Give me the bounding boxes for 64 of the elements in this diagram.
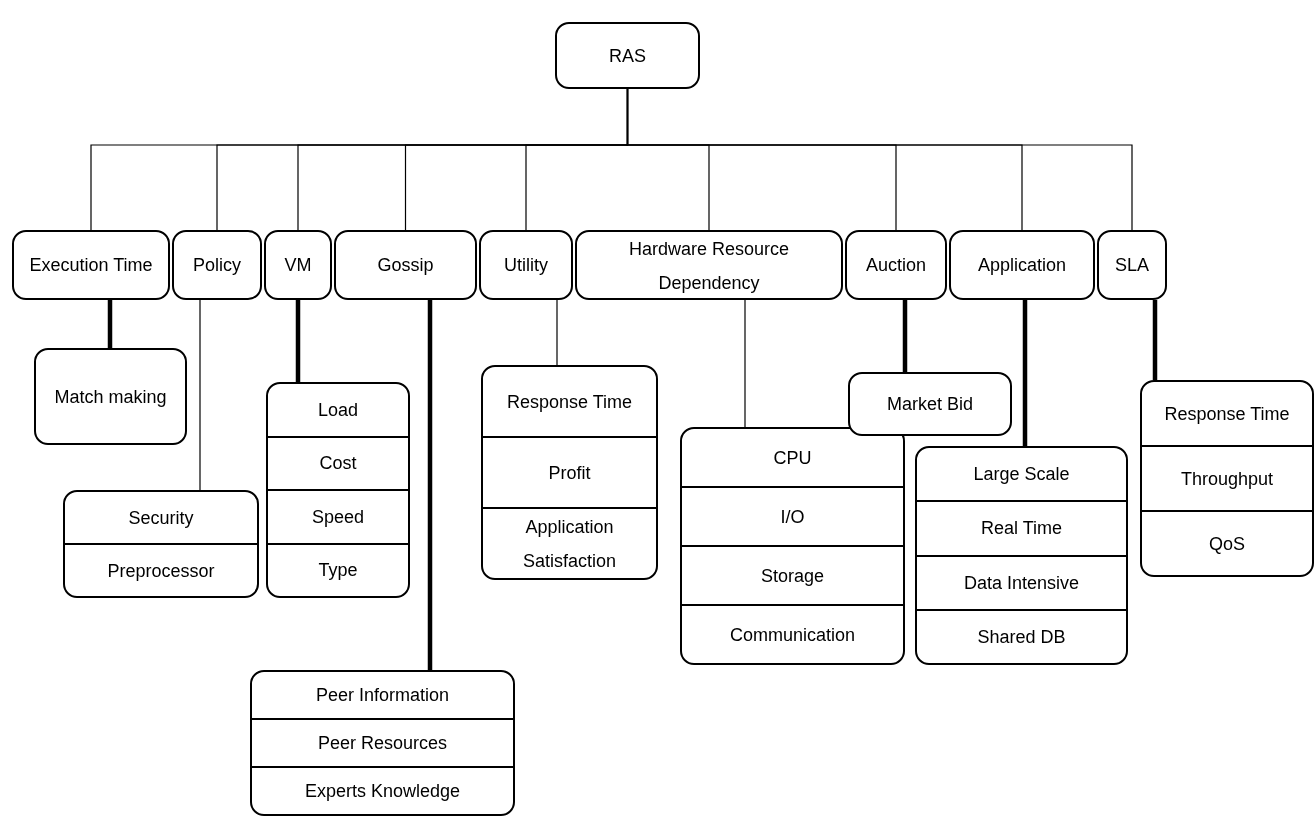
category-box bbox=[949, 230, 1095, 300]
list-box bbox=[63, 490, 259, 598]
node-label: Peer Resources bbox=[317, 732, 448, 755]
node-label: Profit bbox=[548, 461, 591, 485]
node-label: Application bbox=[977, 254, 1067, 277]
list-box bbox=[680, 427, 905, 665]
node-label: Execution Time bbox=[29, 254, 153, 277]
node-label: Response Time bbox=[506, 390, 633, 414]
category-box bbox=[172, 230, 262, 300]
list-box bbox=[1140, 380, 1314, 577]
connector-line bbox=[295, 300, 301, 382]
connector-line bbox=[626, 88, 1133, 231]
connector-line bbox=[902, 300, 908, 372]
node-label: Application Satisfaction bbox=[521, 515, 618, 573]
node-label: Market Bid bbox=[887, 393, 973, 416]
node-label: I/O bbox=[780, 505, 805, 529]
category-box bbox=[334, 230, 477, 300]
category-box bbox=[555, 22, 700, 89]
node-label: Large Scale bbox=[973, 463, 1070, 487]
node-label: Real Time bbox=[981, 517, 1062, 541]
node-label: Peer Information bbox=[315, 684, 450, 707]
node-label: Auction bbox=[865, 254, 926, 277]
connector-line bbox=[556, 299, 558, 366]
node-label: Speed bbox=[311, 505, 365, 529]
node-label: Shared DB bbox=[977, 625, 1066, 649]
node-label: Gossip bbox=[377, 254, 434, 277]
connector-line bbox=[1152, 300, 1158, 380]
connector-line bbox=[107, 300, 113, 348]
node-label: VM bbox=[284, 254, 312, 277]
node-label: Storage bbox=[760, 564, 824, 588]
list-box bbox=[915, 446, 1128, 665]
connector-line bbox=[1022, 300, 1028, 446]
category-box bbox=[1097, 230, 1167, 300]
node-label: Response Time bbox=[1164, 402, 1290, 426]
node-label: Hardware Resource Dependency bbox=[627, 238, 791, 295]
node-label: RAS bbox=[609, 44, 646, 68]
node-label: Communication bbox=[729, 623, 856, 647]
connector-line bbox=[744, 299, 746, 428]
connector-line bbox=[199, 299, 201, 491]
node-label: Match making bbox=[54, 385, 167, 409]
category-box bbox=[12, 230, 170, 300]
node-label: Utility bbox=[504, 254, 548, 277]
category-box bbox=[845, 230, 947, 300]
node-label: Throughput bbox=[1180, 467, 1274, 491]
node-label: Cost bbox=[319, 452, 357, 476]
node-label: Type bbox=[318, 559, 358, 583]
node-label: QoS bbox=[1209, 532, 1245, 556]
node-label: Experts Knowledge bbox=[304, 780, 461, 803]
node-label: Load bbox=[317, 398, 358, 422]
category-box bbox=[264, 230, 332, 300]
category-box bbox=[575, 230, 843, 300]
node-label: Preprocessor bbox=[107, 559, 215, 583]
list-box bbox=[481, 365, 658, 580]
list-box bbox=[250, 670, 515, 816]
node-label: Policy bbox=[193, 254, 241, 277]
node-label: CPU bbox=[773, 446, 812, 470]
node-label: Data Intensive bbox=[963, 571, 1080, 595]
node-label: Security bbox=[128, 506, 194, 530]
list-box bbox=[266, 382, 410, 598]
connector-line bbox=[427, 300, 433, 670]
category-box bbox=[34, 348, 187, 445]
category-box bbox=[479, 230, 573, 300]
node-label: SLA bbox=[1115, 254, 1149, 277]
category-box bbox=[848, 372, 1012, 436]
